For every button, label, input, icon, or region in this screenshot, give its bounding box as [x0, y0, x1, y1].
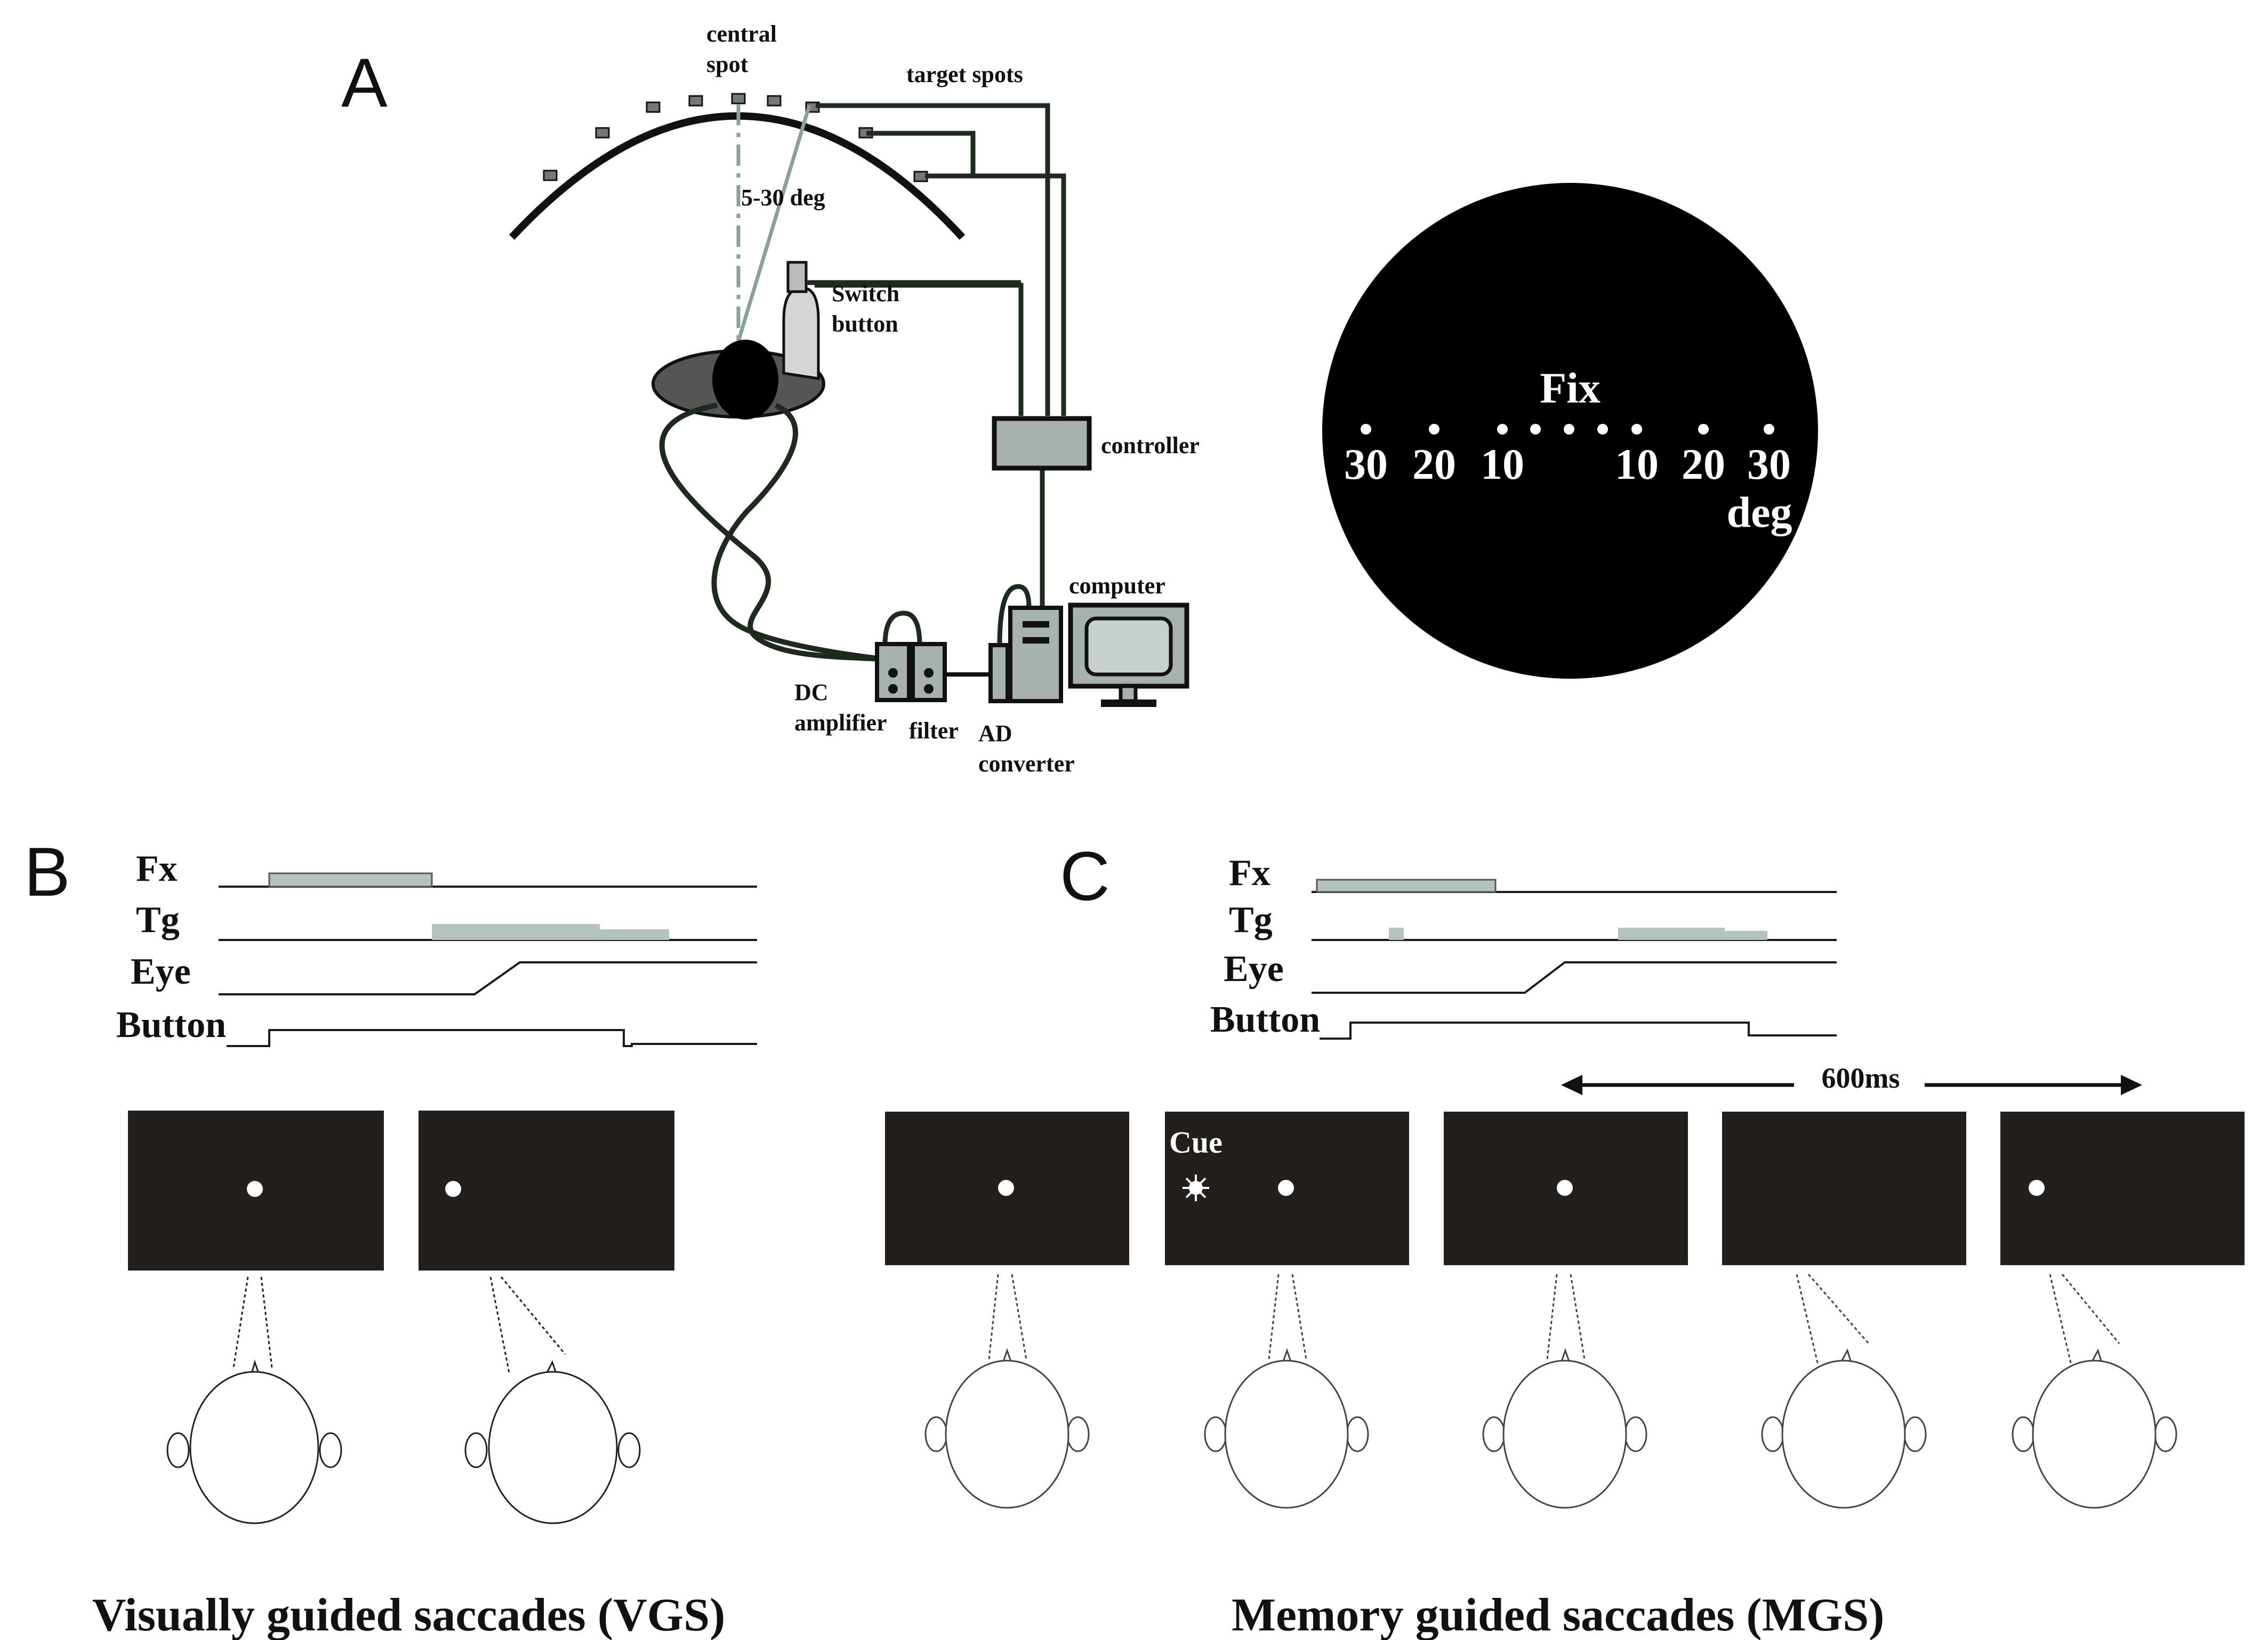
tick-left-10: 10 [1481, 440, 1524, 488]
target-dots [1361, 424, 1774, 435]
tick-left-30: 30 [1344, 440, 1388, 488]
switch-button [786, 261, 808, 293]
target-direction-line [736, 104, 811, 342]
mgs-eye-label: Eye [1224, 948, 1284, 990]
fixation-dot [1557, 1180, 1573, 1196]
fixation-dot [998, 1180, 1014, 1196]
mgs-fx-bar [1316, 879, 1497, 893]
ad-converter-label: AD converter [978, 720, 1075, 777]
mgs-head-5 [2012, 1274, 2177, 1509]
vgs-button-trace [227, 1029, 757, 1047]
mgs-screen-4 [1722, 1112, 1966, 1265]
switch-button-label: Switch button [832, 280, 905, 337]
cue-flash-icon [1183, 1175, 1209, 1201]
target-spots-label: target spots [906, 61, 1023, 87]
tick-right-10: 10 [1615, 440, 1659, 488]
vgs-caption: Visually guided saccades (VGS) [92, 1589, 725, 1640]
computer-label: computer [1069, 573, 1165, 599]
mgs-cue-flash [1389, 928, 1404, 940]
fixation-dot [247, 1181, 263, 1197]
controller-box [992, 416, 1092, 471]
mgs-screen-1 [885, 1112, 1129, 1265]
panel-a-label: A [341, 44, 388, 122]
mgs-caption: Memory guided saccades (MGS) [1232, 1589, 1884, 1640]
hand-on-switch [782, 286, 820, 380]
electrode-lead-left [659, 403, 883, 662]
vgs-tg-bar [432, 924, 600, 940]
tick-right-20: 20 [1682, 440, 1725, 488]
panel-b-label: B [24, 833, 70, 911]
subject-head [712, 340, 778, 420]
dc-amplifier-label: DC amplifier [794, 679, 887, 736]
delay-arrow: 600ms [1561, 1062, 2142, 1095]
vgs-screen-2 [419, 1111, 674, 1271]
mgs-head-4 [1761, 1274, 1927, 1509]
central-spot-label: central spot [706, 21, 783, 77]
fixation-label: Fix [1540, 364, 1601, 412]
mgs-screen-3 [1444, 1112, 1688, 1265]
vgs-fx-bar [268, 872, 433, 888]
target-dot [445, 1181, 461, 1197]
mgs-eye-trace [1312, 961, 1837, 994]
mgs-timing-diagram: Fx Tg Eye Button [1210, 853, 1837, 1040]
vgs-button-label: Button [116, 1004, 226, 1046]
panel-c-label: C [1060, 837, 1110, 915]
mgs-head-2 [1204, 1274, 1369, 1509]
mgs-panel: C Fx Tg Eye Button 600ms [885, 837, 2245, 1640]
cue-label: Cue [1169, 1125, 1223, 1160]
spot-markers [543, 93, 928, 182]
vgs-screen-1 [128, 1111, 384, 1271]
mgs-screen-2: Cue [1165, 1112, 1409, 1265]
vgs-tg-label: Tg [136, 899, 180, 940]
controller-label: controller [1101, 432, 1200, 459]
mgs-fx-label: Fx [1229, 853, 1270, 894]
mgs-tg-bar-tail [1725, 931, 1767, 940]
target-wiring [815, 103, 1066, 608]
electrode-lead-right [711, 403, 883, 662]
mgs-head-1 [924, 1274, 1090, 1509]
computer-monitor [1068, 602, 1189, 707]
mgs-button-label: Button [1210, 999, 1320, 1040]
mgs-head-3 [1482, 1274, 1647, 1509]
dc-amplifier-device [875, 610, 947, 702]
vgs-head-2 [464, 1276, 641, 1524]
vgs-eye-trace [219, 961, 757, 995]
target-screen-diagram: Fix 30 20 10 10 20 30 deg [1322, 183, 1818, 679]
delay-label: 600ms [1822, 1062, 1900, 1094]
filter-label: filter [909, 718, 959, 744]
vgs-panel: B Fx Tg Eye Button [24, 833, 757, 1640]
vgs-tg-bar-tail [600, 929, 669, 940]
target-dot [2029, 1180, 2045, 1196]
ad-converter-device [945, 584, 1063, 703]
vgs-timing-diagram: Fx Tg Eye Button [116, 848, 757, 1047]
mgs-button-trace [1320, 1022, 1837, 1040]
fixation-dot [1278, 1180, 1294, 1196]
mgs-tg-label: Tg [1229, 899, 1273, 940]
vgs-fx-label: Fx [136, 848, 178, 889]
mgs-screen-5 [2000, 1112, 2245, 1265]
tick-right-30: 30 [1747, 440, 1791, 488]
degree-unit-label: deg [1727, 488, 1792, 536]
apparatus-diagram: A central spot target spots 5-30 deg [341, 21, 1200, 777]
angle-label: 5-30 deg [741, 184, 825, 211]
mgs-tg-bar [1618, 928, 1725, 940]
vgs-head-1 [166, 1276, 342, 1524]
vgs-eye-label: Eye [131, 951, 191, 992]
tick-left-20: 20 [1412, 440, 1456, 488]
